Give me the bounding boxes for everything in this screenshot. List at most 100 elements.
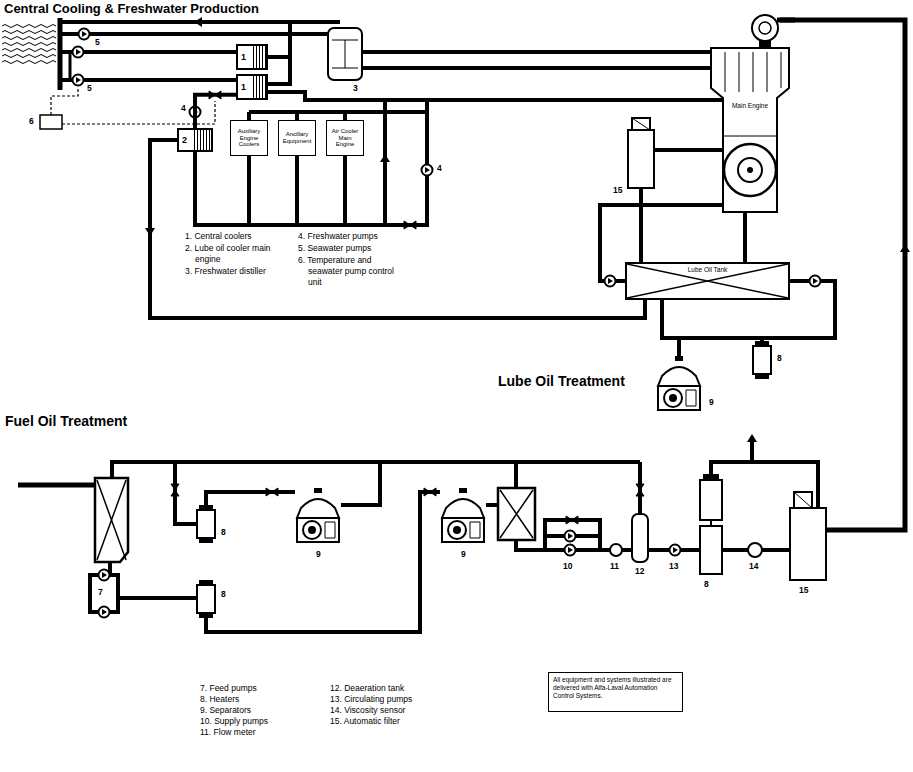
separator-symbol [658,356,700,410]
pipe-lines [654,148,723,152]
sea-waves [2,49,56,52]
pipe-lines [383,100,387,225]
node-text: 2 [182,135,187,145]
flow-meter-symbol [610,544,622,556]
flow-arrows [380,154,390,162]
consumer-box: Auxiliary Engine Coolers [230,120,268,156]
heater-symbol [197,580,215,618]
consumer-box: Ancillary Equipment [278,120,316,156]
service-tank [500,490,533,538]
engine-outline [777,18,795,23]
sea-waves [2,25,56,64]
node-text: Lube Oil Tank [686,266,730,273]
node-content: Air Cooler Main Engine [329,128,361,149]
heater-symbol [700,480,722,520]
callout-number: 13 [668,562,679,571]
sea-waves [2,61,56,64]
key-entry: 9. Separators [200,705,330,716]
node-text: Ancillary Equipment [281,131,313,145]
heater-symbol [753,341,771,379]
pipe-lines [711,462,818,508]
viscosity-sensor-symbol [748,543,762,557]
node-content: Main Engine [725,102,775,110]
tank-cross [627,264,788,298]
flow-arrows [900,244,910,252]
node-content: 1 [241,52,246,62]
control-lines [51,87,215,124]
callout-number: 11 [609,562,620,571]
pipe-lines [268,22,290,57]
diagram-title: Central Cooling & Freshwater Production [4,1,259,16]
control-lines [62,101,215,124]
valve-symbol [404,221,416,229]
key-entry: 8. Heaters [200,694,330,705]
flow-arrows [194,17,202,27]
filter-cap [794,492,812,508]
node-content: Lube Oil Tank [627,266,788,273]
separator-symbol [297,488,339,542]
callout-number: 3 [352,84,359,93]
lube-oil-cooler: 2 [177,128,213,152]
pipe-lines [118,596,196,600]
node-content: Ancillary Equipment [281,131,313,145]
node-content: 2 [182,135,187,145]
pipe-lines [60,78,236,82]
filter-cap [632,118,650,130]
sea-waves [2,37,56,40]
pump-symbol [73,47,84,58]
pipe-lines [195,112,427,225]
control-lines [51,87,78,115]
valve-symbol [636,484,644,496]
key-entry: 11. Flow meter [200,727,330,738]
pipe-lines [18,18,905,632]
heater-symbol [700,526,722,574]
pipe-lines [60,50,236,54]
pipe-lines [760,338,764,341]
callout-number: 14 [748,562,759,571]
pipe-lines [486,503,498,507]
pump-symbol [605,276,616,287]
pipe-lines [341,462,380,505]
key-entry: 3. Freshwater distiller [185,266,295,277]
callout-number: 8 [703,580,710,589]
pipe-lines [268,92,723,100]
control-unit [40,115,62,129]
callout-number: 8 [220,590,227,599]
pump-symbol [99,570,110,581]
note-box: All equipment and systems illustrated ar… [548,672,683,712]
pump-symbol [565,531,576,542]
engine-outline [703,8,795,213]
lube-oil-tank: Lube Oil Tank [625,262,790,300]
sea-waves [2,55,56,58]
pipe-lines [18,483,95,488]
section-heading: Fuel Oil Treatment [5,414,127,428]
key-entry: 7. Feed pumps [200,683,330,694]
pump-symbol [810,276,821,287]
callout-number: 12 [634,567,645,576]
pipe-lines [425,100,429,112]
pump-symbol [422,165,433,176]
callout-number: 10 [562,562,573,571]
settling-tank [97,480,126,560]
equipment-symbols [40,28,826,618]
pipe-lines [514,462,518,488]
main-engine: Main Engine [703,8,795,213]
key-entry: 6. Temperature and seawater pump control… [298,255,403,288]
node-content: All equipment and systems illustrated ar… [553,676,678,699]
callout-number: 6 [28,117,35,126]
section-heading: Lube Oil Treatment [498,374,625,388]
filter-cap [794,492,812,508]
callout-number: 4 [436,164,443,173]
key-entry: 4. Freshwater pumps [298,231,408,242]
pump-symbol [73,75,84,86]
pipe-lines [206,492,295,505]
central-cooler: 1 [236,74,268,100]
separator-symbol [442,488,484,542]
key-entry: 14. Viscosity sensor [330,705,470,716]
node-text: Auxiliary Engine Coolers [233,128,265,149]
settling-tank [95,478,128,562]
consumer-box: Air Cooler Main Engine [326,120,364,156]
filter-cap [632,118,650,130]
